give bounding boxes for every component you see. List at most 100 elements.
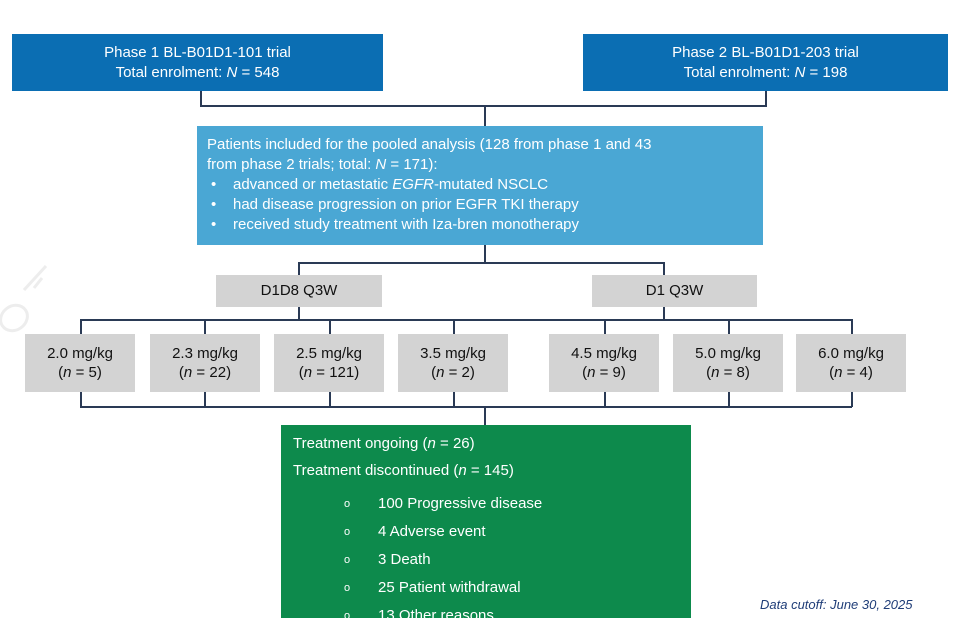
dose-count: (n = 22) (178, 364, 232, 381)
dose-box: 2.0 mg/kg (n = 5) (25, 334, 135, 392)
dose-label: 2.0 mg/kg (47, 345, 113, 362)
bullet-icon: • (211, 196, 217, 213)
connector-to-pooled (484, 105, 486, 126)
trial-enrolment: Total enrolment: N = 548 (12, 63, 383, 83)
reason-text: 13 Other reasons (378, 607, 494, 624)
discontinued-value: = 145) (466, 462, 514, 479)
dose-box: 2.3 mg/kg (n = 22) (150, 334, 260, 392)
reason-item: o 25 Patient withdrawal (293, 574, 691, 602)
connector-dose5-up (604, 319, 606, 334)
discontinued-label: Treatment discontinued ( (293, 462, 459, 479)
circle-bullet-icon: o (344, 498, 351, 510)
dose-label: 2.5 mg/kg (296, 345, 362, 362)
trial-box-phase1: Phase 1 BL-B01D1-101 trial Total enrolme… (12, 34, 383, 91)
discontinued-line: Treatment discontinued (n = 145) (293, 461, 691, 481)
dose-count: (n = 121) (298, 364, 360, 381)
criteria-text: advanced or metastatic (233, 176, 393, 193)
connector-dose4-up (453, 319, 455, 334)
pooled-total-value: = 171): (386, 156, 438, 173)
enrolment-value: = 198 (805, 64, 848, 81)
trial-title: Phase 2 BL-B01D1-203 trial (672, 44, 859, 61)
dose-count: (n = 2) (431, 364, 475, 381)
trial-title: Phase 1 BL-B01D1-101 trial (104, 44, 291, 61)
watermark-icon (0, 264, 48, 333)
dose-box: 4.5 mg/kg (n = 9) (549, 334, 659, 392)
connector-dose2-down (204, 392, 206, 407)
circle-bullet-icon: o (344, 582, 351, 594)
connector-dose6-down (728, 392, 730, 407)
ongoing-line: Treatment ongoing (n = 26) (293, 434, 691, 454)
connector-schedules-join (298, 262, 664, 264)
circle-bullet-icon: o (344, 526, 351, 538)
connector-dose3-down (329, 392, 331, 407)
pooled-analysis-box: Patients included for the pooled analysi… (197, 126, 763, 245)
reason-text: 100 Progressive disease (378, 495, 543, 512)
dose-count: (n = 8) (706, 364, 750, 381)
connector-dose7-down (851, 392, 853, 407)
trial-enrolment: Total enrolment: N = 198 (583, 63, 948, 83)
criteria-item: • received study treatment with Iza-bren … (207, 215, 753, 235)
pooled-intro-line2: from phase 2 trials; total: N = 171): (207, 155, 753, 175)
criteria-item: • had disease progression on prior EGFR T… (207, 195, 753, 215)
trial-box-phase2: Phase 2 BL-B01D1-203 trial Total enrolme… (583, 34, 948, 91)
connector-to-outcome (484, 406, 486, 425)
dose-box: 5.0 mg/kg (n = 8) (673, 334, 783, 392)
criteria-text: -mutated NSCLC (433, 176, 549, 193)
connector-schedule2-down (663, 307, 665, 320)
connector-dose3-up (329, 319, 331, 334)
schedule-box-d1: D1 Q3W (592, 275, 757, 307)
criteria-text: received study treatment with Iza-bren m… (233, 216, 580, 233)
enrolment-var: N (226, 64, 238, 81)
schedule-label: D1D8 Q3W (260, 282, 338, 299)
dose-label: 3.5 mg/kg (420, 345, 486, 362)
reason-text: 25 Patient withdrawal (378, 579, 521, 596)
reason-item: o 13 Other reasons (293, 602, 691, 630)
connector-trial2-down (765, 91, 767, 106)
connector-to-schedule1 (298, 262, 300, 275)
criteria-text: had disease progression on prior EGFR TK… (233, 196, 579, 213)
criteria-item: •advanced or metastatic EGFR-mutated NSC… (207, 175, 753, 195)
circle-bullet-icon: o (344, 554, 351, 566)
reason-list: o 100 Progressive disease o 4 Adverse even… (293, 490, 691, 630)
connector-trial1-down (200, 91, 202, 106)
reason-text: 3 Death (378, 551, 431, 568)
connector-dose1-up (80, 319, 82, 334)
connector-doses-bottom (80, 406, 852, 408)
enrolment-label: Total enrolment: (683, 64, 795, 81)
dose-label: 4.5 mg/kg (571, 345, 637, 362)
reason-item: o 4 Adverse event (293, 518, 691, 546)
criteria-gene: EGFR (392, 176, 434, 193)
data-cutoff-note: Data cutoff: June 30, 2025 (760, 597, 913, 612)
connector-to-schedule2 (663, 262, 665, 275)
connector-pooled-down (484, 245, 486, 263)
outcome-box: Treatment ongoing (n = 26) Treatment dis… (281, 425, 691, 624)
schedule-label: D1 Q3W (645, 282, 704, 299)
dose-box: 3.5 mg/kg (n = 2) (398, 334, 508, 392)
dose-count: (n = 5) (58, 364, 102, 381)
reason-text: 4 Adverse event (378, 523, 486, 540)
schedule-box-d1d8: D1D8 Q3W (216, 275, 382, 307)
reason-item: o 3 Death (293, 546, 691, 574)
connector-dose1-down (80, 392, 82, 407)
dose-label: 6.0 mg/kg (818, 345, 884, 362)
bullet-icon: • (211, 216, 217, 233)
circle-bullet-icon: o (344, 610, 351, 622)
ongoing-value: = 26) (435, 435, 475, 452)
dose-count: (n = 9) (582, 364, 626, 381)
connector-schedule1-down (298, 307, 300, 320)
connector-dose5-down (604, 392, 606, 407)
discontinued-var: n (458, 462, 467, 479)
connector-dose7-up (851, 319, 853, 334)
dose-box: 6.0 mg/kg (n = 4) (796, 334, 906, 392)
enrolment-value: = 548 (237, 64, 280, 81)
ongoing-label: Treatment ongoing ( (293, 435, 428, 452)
connector-dose2-up (204, 319, 206, 334)
connector-trials-join (200, 105, 767, 107)
pooled-total-label: from phase 2 trials; total: (207, 156, 376, 173)
enrolment-var: N (794, 64, 806, 81)
dose-count: (n = 4) (829, 364, 873, 381)
reason-item: o 100 Progressive disease (293, 490, 691, 518)
dose-label: 5.0 mg/kg (695, 345, 761, 362)
connector-doses-top (80, 319, 852, 321)
ongoing-var: n (427, 435, 436, 452)
